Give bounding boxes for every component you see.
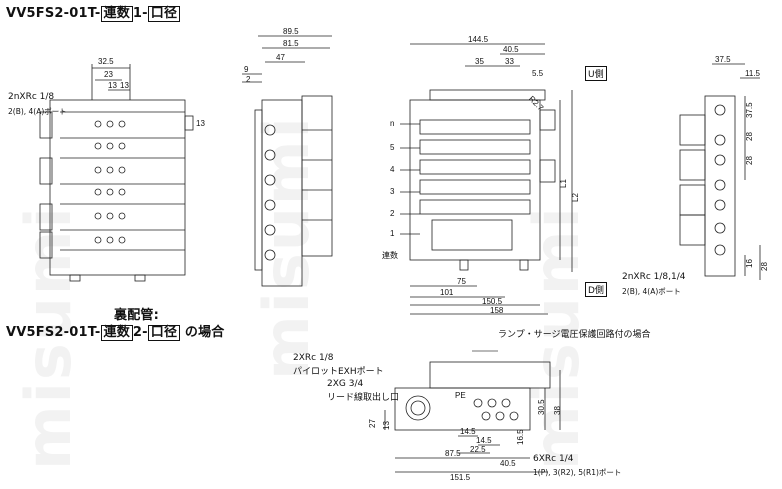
fv-dim-2: 23 — [104, 70, 113, 79]
bv-dim-1: 30.5 — [537, 399, 546, 415]
front-port-sub: 2(B), 4(A)ポート — [8, 107, 67, 116]
main-port-sub: 1(P), 3(R2), 5(R1)ポート — [533, 468, 622, 477]
bv-dim-2: 38 — [553, 406, 562, 415]
sv-dim-2: 81.5 — [283, 39, 299, 48]
rv-dim-3: 37.5 — [745, 102, 754, 118]
station-2: 2 — [390, 209, 395, 218]
tv-dim-11: 150.5 — [482, 297, 503, 306]
tv-dim-10: 101 — [440, 288, 454, 297]
tv-dim-8: L2 — [571, 193, 580, 202]
rv-dim-4: 28 — [745, 132, 754, 141]
tv-dim-1: 144.5 — [468, 35, 489, 44]
u-side-label: U側 — [585, 66, 607, 81]
right-port-sub: 2(B), 4(A)ポート — [622, 287, 681, 296]
rv-dim-6: 16 — [745, 259, 754, 268]
bv-dim-10: 40.5 — [500, 459, 516, 468]
rv-dim-1: 37.5 — [715, 55, 731, 64]
tv-dim-7: L1 — [559, 179, 568, 188]
station-1: 1 — [390, 229, 395, 238]
side-view-body — [242, 35, 333, 287]
station-count-label: 連数 — [382, 250, 398, 260]
lead-port-label: 2XG 3/4 — [327, 379, 364, 389]
station-5: 5 — [390, 143, 395, 152]
port-size-box: 口径 — [147, 6, 181, 22]
bv-dim-8: 22.5 — [470, 445, 486, 454]
bv-dim-4: 13 — [382, 421, 391, 430]
bv-dim-9: 87.5 — [445, 449, 461, 458]
fv-dim-1: 32.5 — [98, 57, 114, 66]
pilot-port-label: 2XRc 1/8 — [293, 353, 334, 363]
back-piping-heading: 裏配管: — [114, 308, 159, 323]
main-port-label: 6XRc 1/4 — [533, 454, 574, 464]
right-port-label: 2nXRc 1/8,1/4 — [622, 272, 686, 282]
sv-dim-3: 47 — [276, 53, 285, 62]
lamp-surge-note: ランプ・サージ電圧保護回路付の場合 — [498, 330, 651, 340]
stations-box: 連数 — [100, 6, 133, 22]
tv-dim-12: 158 — [490, 306, 504, 315]
right-view-body — [679, 63, 761, 280]
tv-dim-2: 40.5 — [503, 45, 519, 54]
station-3: 3 — [390, 187, 395, 196]
fv-dim-4: 13 — [120, 81, 129, 90]
tv-dim-9: 75 — [457, 277, 466, 286]
tv-dim-3: 35 — [475, 57, 484, 66]
bv-dim-5: 16.5 — [516, 429, 525, 445]
front-port-label: 2nXRc 1/8 — [8, 92, 55, 102]
pilot-port-sub: パイロットEXHポート — [293, 367, 384, 377]
d-side-label: D側 — [585, 282, 607, 297]
bottom-view-body — [384, 350, 561, 473]
sv-dim-4: 9 — [244, 65, 249, 74]
bv-dim-11: 151.5 — [450, 473, 471, 482]
lead-port-sub: リード線取出し口 — [327, 393, 400, 403]
sv-dim-5: 2 — [246, 75, 251, 84]
fv-dim-5: 13 — [196, 119, 205, 128]
station-4: 4 — [390, 165, 395, 174]
tv-dim-5: 5.5 — [532, 69, 544, 78]
rv-dim-7: 28 — [760, 262, 769, 271]
fv-dim-3: 13 — [108, 81, 117, 90]
bv-dim-3: 27 — [368, 419, 377, 428]
stations-box-2: 連数 — [100, 325, 133, 341]
tv-dim-4: 33 — [505, 57, 514, 66]
rv-dim-5: 28 — [745, 156, 754, 165]
sv-dim-1: 89.5 — [283, 27, 299, 36]
front-view-body — [39, 64, 194, 282]
port-size-box-2: 口径 — [147, 325, 181, 341]
pe-label: PE — [455, 391, 466, 400]
station-n: n — [390, 119, 394, 128]
rv-dim-2: 11.5 — [745, 69, 761, 78]
bv-dim-7: 14.5 — [476, 436, 492, 445]
bv-dim-6: 14.5 — [460, 427, 476, 436]
top-view-body — [400, 43, 573, 315]
